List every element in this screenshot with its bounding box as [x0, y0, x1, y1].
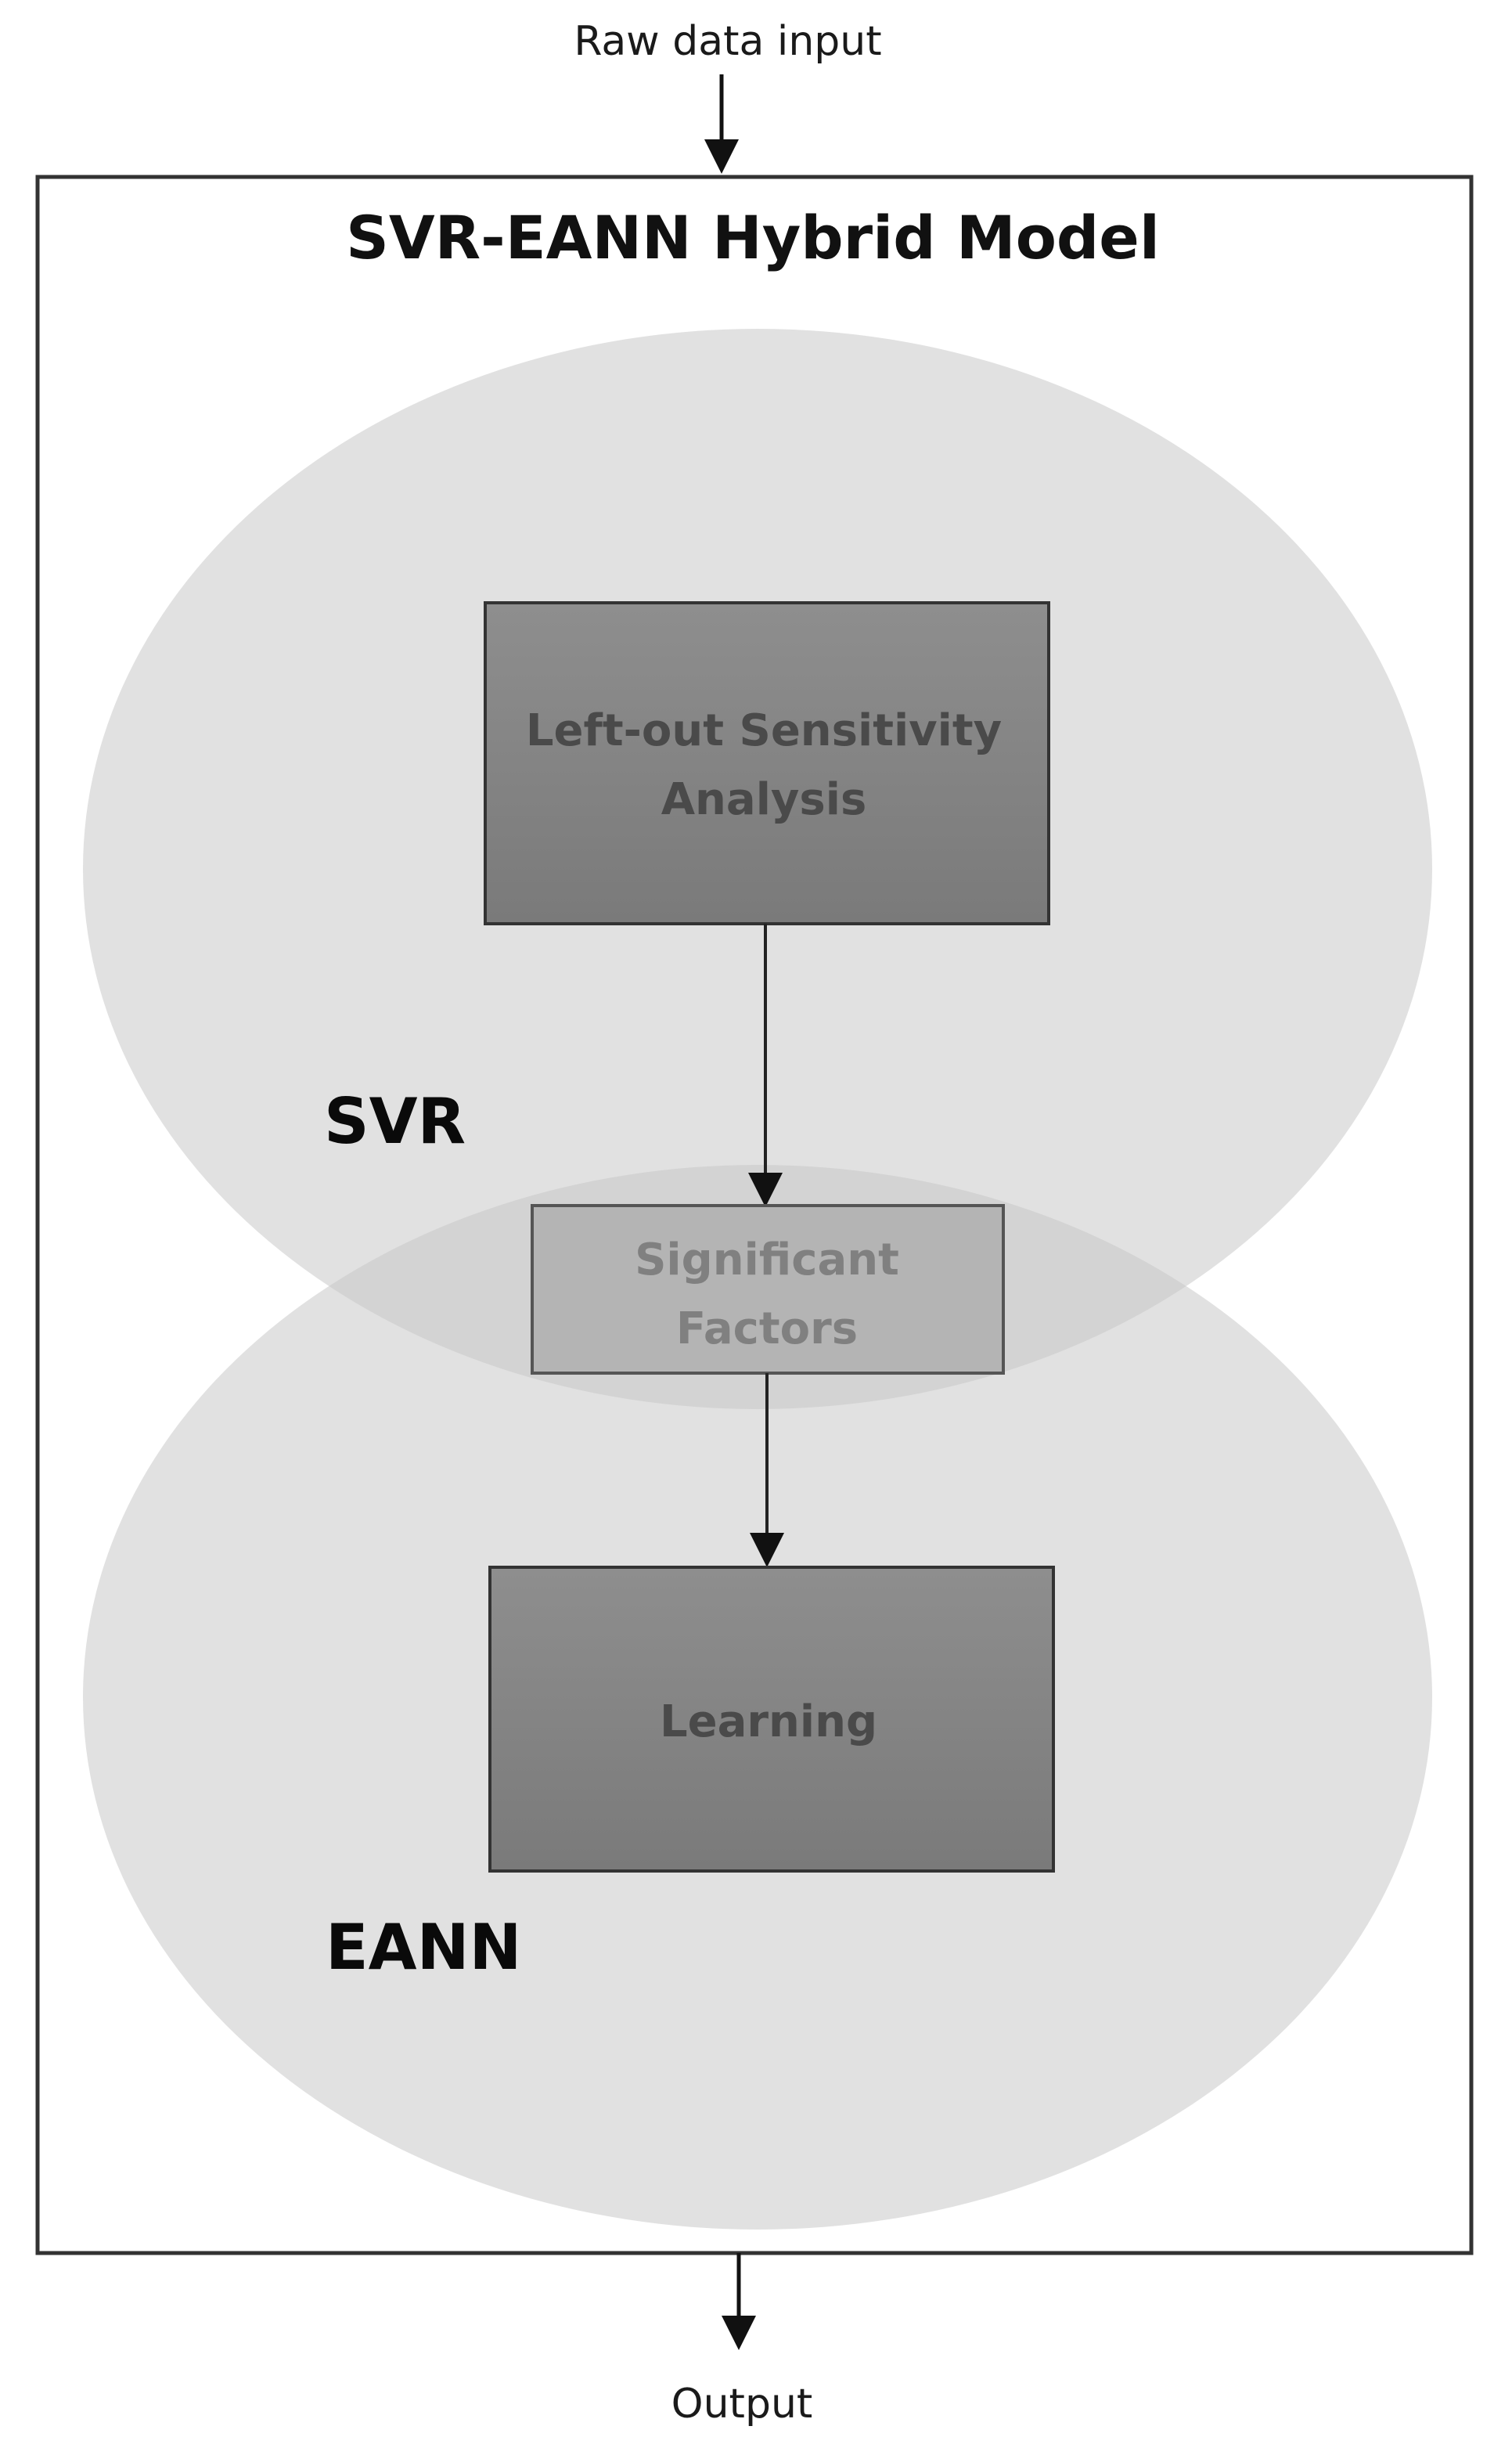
input-arrowhead: [704, 139, 739, 174]
eann-label: EANN: [326, 1911, 521, 1984]
significant-factors-box: [531, 1204, 1005, 1375]
svr-label: SVR: [324, 1085, 466, 1158]
sensitivity-analysis-label-line1: Left-out Sensitivity: [526, 705, 1002, 756]
output-arrowhead: [722, 2316, 756, 2350]
learning-box: [488, 1566, 1055, 1873]
output-label: Output: [671, 2381, 813, 2428]
raw-data-input-label: Raw data input: [574, 18, 881, 65]
sensitivity-analysis-label-line2: Analysis: [661, 774, 867, 825]
significant-factors-label-line2: Factors: [676, 1303, 858, 1354]
arrow-to-factors-head: [748, 1173, 783, 1207]
model-title: SVR-EANN Hybrid Model: [346, 203, 1160, 272]
significant-factors-label-line1: Significant: [635, 1235, 899, 1285]
arrow-to-learning-head: [750, 1533, 784, 1567]
sensitivity-analysis-box: [484, 601, 1050, 925]
learning-label: Learning: [660, 1696, 877, 1747]
